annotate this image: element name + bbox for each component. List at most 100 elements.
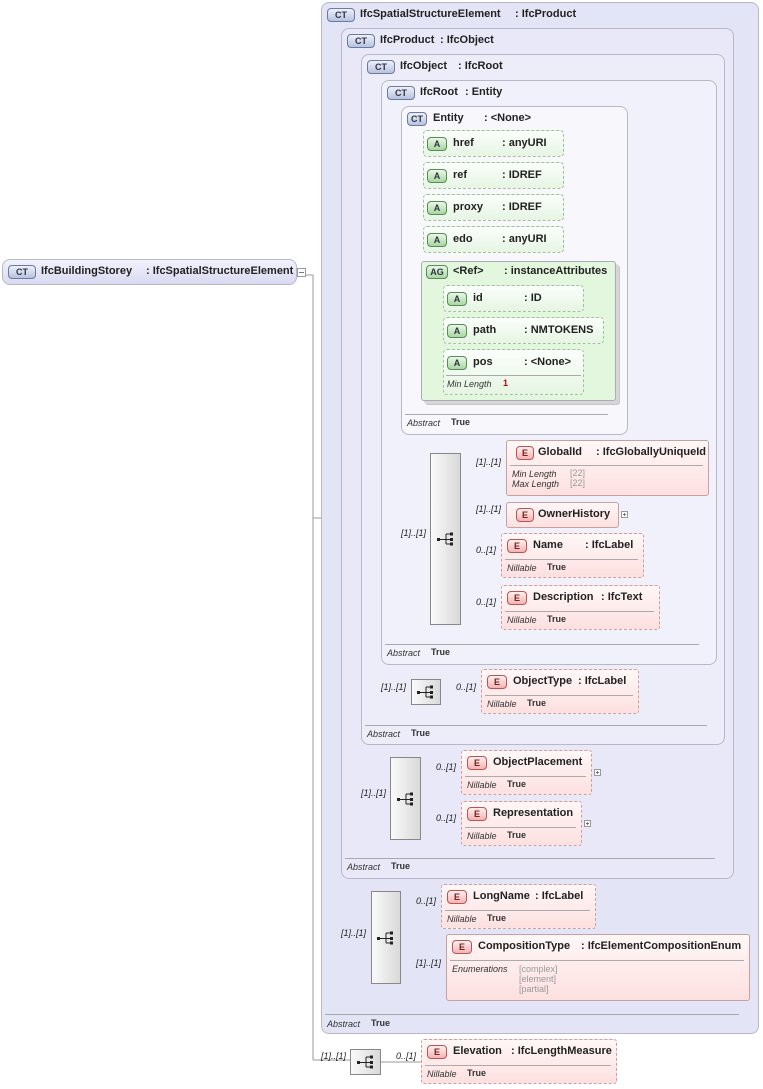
attribute-id[interactable]: A id : ID <box>443 285 584 312</box>
attribute-badge: A <box>427 201 447 215</box>
complex-type-badge: CT <box>347 34 375 48</box>
expand-toggle[interactable] <box>594 769 601 776</box>
attribute-edo[interactable]: A edo : anyURI <box>423 226 564 253</box>
element-cardinality: 0..[1] <box>436 762 457 772</box>
sequence-compositor-ifcproduct[interactable] <box>390 757 421 840</box>
element-badge: E <box>452 940 472 954</box>
enum-value: [partial] <box>519 984 549 994</box>
complex-type-badge: CT <box>367 60 395 74</box>
sequence-compositor-ifcobject[interactable] <box>411 679 441 705</box>
root-type: : IfcSpatialStructureElement <box>146 265 294 277</box>
attribute-name: edo <box>453 233 473 245</box>
nillable-label: Nillable <box>447 914 477 924</box>
nillable-label: Nillable <box>467 831 497 841</box>
abstract-label: Abstract <box>387 648 421 658</box>
ct1-name: IfcProduct <box>380 34 435 46</box>
element-ownerhistory[interactable]: E OwnerHistory <box>506 502 619 528</box>
abstract-value: True <box>371 1018 391 1028</box>
sequence-icon <box>396 792 413 805</box>
abstract-label: Abstract <box>407 418 441 428</box>
ct3-name: IfcRoot <box>420 86 458 98</box>
abstract-label: Abstract <box>327 1019 361 1029</box>
element-objecttype[interactable]: E ObjectType : IfcLabel Nillable True <box>481 669 639 714</box>
attribute-badge: A <box>447 324 467 338</box>
element-objectplacement[interactable]: E ObjectPlacement Nillable True <box>461 750 592 795</box>
element-representation[interactable]: E Representation Nillable True <box>461 801 582 846</box>
attribute-badge: A <box>447 292 467 306</box>
sequence-icon <box>417 685 433 699</box>
element-cardinality: 0..[1] <box>476 597 497 607</box>
nillable-value: True <box>487 913 507 923</box>
collapse-toggle[interactable] <box>297 268 306 277</box>
ct0-type: : IfcProduct <box>515 8 577 20</box>
expand-toggle[interactable] <box>621 511 628 518</box>
element-cardinality: [1]..[1] <box>416 958 442 968</box>
attribute-path[interactable]: A path : NMTOKENS <box>443 317 604 344</box>
attribute-pos[interactable]: A pos : <None> Min Length 1 <box>443 349 584 395</box>
element-badge: E <box>507 539 527 553</box>
min-length-value: [22] <box>570 468 586 478</box>
min-length-label: Min Length <box>447 379 492 389</box>
attribute-type: : <None> <box>524 356 572 368</box>
element-name-label: Name <box>533 539 563 551</box>
nillable-label: Nillable <box>507 615 537 625</box>
ct3-type: : Entity <box>465 86 503 98</box>
attribute-name: ref <box>453 169 468 181</box>
sequence-compositor-ifcroot[interactable] <box>430 453 461 625</box>
attribute-group-type: : instanceAttributes <box>504 265 608 277</box>
sequence-icon <box>377 931 393 944</box>
element-cardinality: 0..[1] <box>396 1051 417 1061</box>
element-longname[interactable]: E LongName : IfcLabel Nillable True <box>441 884 596 929</box>
element-cardinality: [1]..[1] <box>476 504 502 514</box>
sequence-compositor-ifcspatialstructureelement[interactable] <box>371 891 401 984</box>
nillable-label: Nillable <box>487 699 517 709</box>
element-name: GlobalId <box>538 446 582 458</box>
ct0-name: IfcSpatialStructureElement <box>360 8 501 20</box>
attribute-name: id <box>473 292 483 304</box>
element-description[interactable]: E Description : IfcText Nillable True <box>501 585 660 630</box>
element-globalid[interactable]: E GlobalId : IfcGloballyUniqueId Min Len… <box>506 440 709 496</box>
abstract-label: Abstract <box>347 862 381 872</box>
expand-toggle[interactable] <box>584 820 591 827</box>
attribute-ref[interactable]: A ref : IDREF <box>423 162 564 189</box>
root-complex-type[interactable]: CT IfcBuildingStorey : IfcSpatialStructu… <box>2 259 297 285</box>
element-badge: E <box>516 446 534 460</box>
abstract-value: True <box>431 647 451 657</box>
abstract-label: Abstract <box>367 729 401 739</box>
sequence-cardinality: [1]..[1] <box>381 682 407 692</box>
max-length-value: [22] <box>570 478 586 488</box>
attribute-group-name: <Ref> <box>453 265 484 277</box>
sequence-compositor-ifcbuildingstorey[interactable] <box>350 1049 381 1075</box>
attribute-badge: A <box>427 169 447 183</box>
element-name: ObjectType <box>513 675 573 687</box>
element-badge: E <box>516 508 534 522</box>
ct2-name: IfcObject <box>400 60 448 72</box>
attribute-type: : ID <box>524 292 542 304</box>
attribute-name: pos <box>473 356 493 368</box>
element-type: : IfcElementCompositionEnum <box>581 940 742 952</box>
min-length-label: Min Length <box>512 469 557 479</box>
complex-type-badge: CT <box>327 8 355 22</box>
element-cardinality: 0..[1] <box>476 545 497 555</box>
entity-name: Entity <box>433 112 464 124</box>
abstract-value: True <box>411 728 431 738</box>
element-type: : IfcText <box>601 591 643 603</box>
nillable-value: True <box>467 1068 487 1078</box>
element-badge: E <box>467 756 487 770</box>
attribute-badge: A <box>447 356 467 370</box>
element-elevation[interactable]: E Elevation : IfcLengthMeasure Nillable … <box>421 1039 617 1084</box>
attribute-type: : IDREF <box>502 201 542 213</box>
element-type: : IfcLabel <box>535 890 584 902</box>
element-cardinality: [1]..[1] <box>476 457 502 467</box>
element-compositiontype[interactable]: E CompositionType : IfcElementCompositio… <box>446 934 750 1001</box>
entity-type: : <None> <box>484 112 532 124</box>
nillable-label: Nillable <box>507 563 537 573</box>
element-badge: E <box>467 807 487 821</box>
enum-value: [element] <box>519 974 557 984</box>
sequence-cardinality: [1]..[1] <box>401 528 427 538</box>
element-type: : IfcLengthMeasure <box>511 1045 612 1057</box>
element-badge: E <box>447 890 467 904</box>
attribute-proxy[interactable]: A proxy : IDREF <box>423 194 564 221</box>
attribute-href[interactable]: A href : anyURI <box>423 130 564 157</box>
element-name[interactable]: E Name : IfcLabel Nillable True <box>501 533 644 578</box>
